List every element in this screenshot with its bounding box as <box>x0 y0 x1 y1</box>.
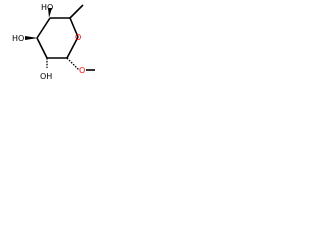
hashed-methoxy <box>66 57 80 71</box>
bond-right-lower <box>66 36 79 59</box>
wedge-top-ho <box>48 8 52 18</box>
molecule-diagram: HO HO OH O O <box>12 3 95 81</box>
wedge-left-ho <box>25 36 38 40</box>
methoxy-oxygen-label: O <box>79 66 85 75</box>
bond-left-upper <box>36 17 51 39</box>
bond-methyl <box>69 4 84 19</box>
structure-canvas: HO HO OH O O <box>0 0 100 83</box>
left-ho-label: HO <box>12 34 24 43</box>
top-ho-label: HO <box>41 3 53 12</box>
bond-right-upper <box>69 17 79 38</box>
bottom-oh-label: OH <box>40 72 52 81</box>
ring-oxygen-label: O <box>75 33 81 42</box>
bond-left-lower <box>36 37 48 59</box>
